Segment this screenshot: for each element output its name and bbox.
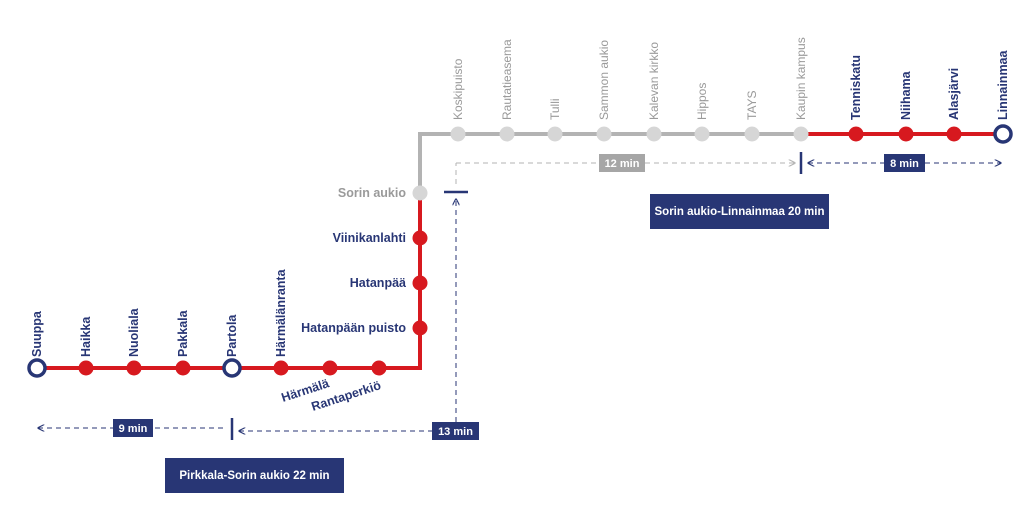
station-label-sammon-aukio: Sammon aukio [597,40,611,120]
route-text-sorin-linnainmaa: Sorin aukio-Linnainmaa 20 min [655,206,825,218]
route-text-pirkkala-sorin: Pirkkala-Sorin aukio 22 min [179,470,329,482]
duration-badge-kaupin-linnainmaa [884,154,925,172]
station-kalevan-kirkko-marker [646,126,662,142]
station-linnainmaa-marker [993,124,1013,144]
station-sorin-aukio-marker [412,185,428,201]
station-label-suuppa: Suuppa [30,310,44,357]
track-gray-center [418,132,801,193]
station-label-nuoliala: Nuoliala [127,307,141,357]
station-sammon-aukio-marker [596,126,612,142]
station-label-rautatieasema: Rautatieasema [500,39,514,120]
station-kaupin-kampus-marker [793,126,809,142]
station-label-hippos: Hippos [695,83,709,120]
duration-badge-sorin-kaupin [599,154,645,172]
station-label-tenniskatu: Tenniskatu [849,55,863,120]
station-label-kalevan-kirkko: Kalevan kirkko [647,42,661,120]
station-hatanpaan-puisto-marker [412,320,428,336]
station-partola-marker [222,358,242,378]
station-viinikanlahti-marker [412,230,428,246]
station-label-hatanpaa: Hatanpää [350,276,406,290]
track-red-south [37,193,422,370]
station-label-partola: Partola [225,314,239,357]
station-harmalanranta-marker [273,360,289,376]
station-label-viinikanlahti: Viinikanlahti [333,231,406,245]
station-label-alasjarvi: Alasjärvi [947,68,961,120]
station-label-linnainmaa: Linnainmaa [996,49,1010,120]
station-tays-marker [744,126,760,142]
station-label-tulli: Tulli [548,98,562,120]
station-koskipuisto-marker [450,126,466,142]
station-hatanpaa-marker [412,275,428,291]
duration-text-sorin-kaupin: 12 min [605,158,640,170]
station-label-tays: TAYS [745,90,759,120]
station-label-haikka: Haikka [79,316,93,357]
station-niihama-marker [898,126,914,142]
station-haikka-marker [78,360,94,376]
station-label-hatanpaan-puisto: Hatanpään puisto [301,321,406,335]
station-suuppa-marker [27,358,47,378]
duration-badge-partola-sorin [432,422,479,440]
duration-text-suuppa-partola: 9 min [119,423,148,435]
station-tulli-marker [547,126,563,142]
station-label-niihama: Niihama [899,70,913,120]
route-box-pirkkala-sorin [165,458,344,493]
station-alasjarvi-marker [946,126,962,142]
station-tenniskatu-marker [848,126,864,142]
station-label-pakkala: Pakkala [176,309,190,357]
station-label-koskipuisto: Koskipuisto [451,58,465,120]
station-label-kaupin-kampus: Kaupin kampus [794,37,808,120]
station-pakkala-marker [175,360,191,376]
duration-text-partola-sorin: 13 min [438,426,473,438]
route-box-sorin-linnainmaa [650,194,829,229]
station-hippos-marker [694,126,710,142]
duration-badge-suuppa-partola [113,419,153,437]
duration-text-kaupin-linnainmaa: 8 min [890,158,919,170]
station-label-sorin-aukio: Sorin aukio [338,186,406,200]
station-rantaperkio-marker [371,360,387,376]
station-rautatieasema-marker [499,126,515,142]
station-label-harmalanranta: Härmälänranta [274,268,288,357]
station-nuoliala-marker [126,360,142,376]
station-harmala-marker [322,360,338,376]
